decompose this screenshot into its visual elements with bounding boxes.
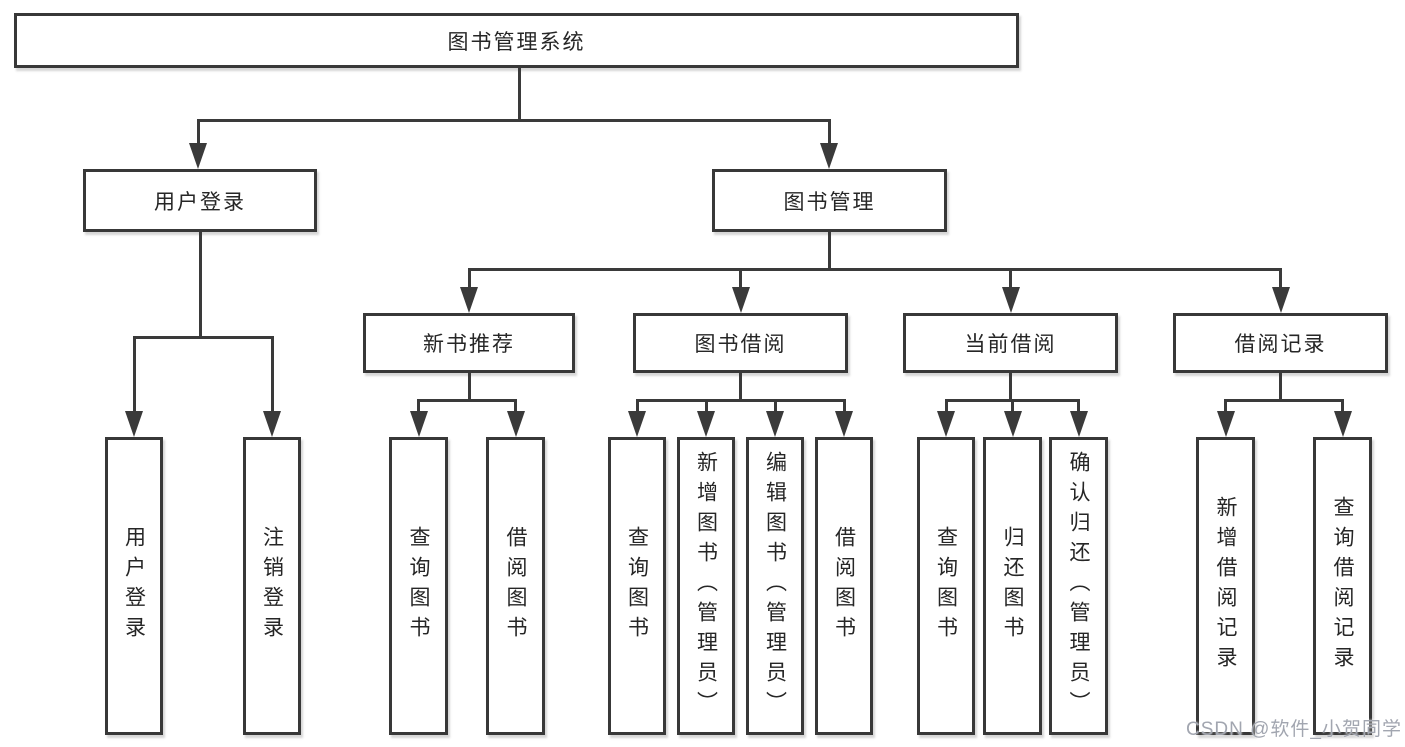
arrow-down-icon bbox=[263, 411, 281, 437]
leaf-add-books-admin: 新增图书（管理员） bbox=[677, 437, 735, 735]
leaf-current-query-books-label: 查询图书 bbox=[934, 526, 958, 646]
connector-line bbox=[132, 336, 274, 339]
leaf-add-borrow-record: 新增借阅记录 bbox=[1196, 437, 1255, 735]
node-user-login-label: 用户登录 bbox=[154, 190, 246, 214]
arrow-down-icon bbox=[731, 287, 750, 313]
arrow-down-icon bbox=[1333, 411, 1352, 437]
connector-line bbox=[1011, 399, 1014, 417]
leaf-return-books: 归还图书 bbox=[983, 437, 1042, 735]
node-borrow-records-label: 借阅记录 bbox=[1234, 333, 1327, 356]
connector-line bbox=[270, 336, 274, 417]
connector-line bbox=[467, 268, 471, 295]
arrow-down-icon bbox=[820, 143, 838, 169]
leaf-logout: 注销登录 bbox=[243, 437, 301, 735]
leaf-current-query-books: 查询图书 bbox=[917, 437, 975, 735]
arrow-down-icon bbox=[835, 411, 853, 437]
connector-line bbox=[417, 399, 517, 402]
leaf-query-borrow-record: 查询借阅记录 bbox=[1313, 437, 1372, 735]
connector-line bbox=[704, 399, 708, 417]
node-current-borrow-label: 当前借阅 bbox=[964, 333, 1057, 356]
leaf-edit-books-admin-label: 编辑图书（管理员） bbox=[763, 451, 787, 721]
leaf-user-login-label: 用户登录 bbox=[122, 526, 146, 646]
arrow-down-icon bbox=[1069, 411, 1088, 437]
node-new-book-recommend: 新书推荐 bbox=[363, 313, 575, 373]
connector-line bbox=[773, 399, 777, 417]
arrow-down-icon bbox=[125, 411, 143, 437]
leaf-add-books-admin-label: 新增图书（管理员） bbox=[694, 451, 718, 721]
arrow-down-icon bbox=[189, 143, 207, 169]
connector-line bbox=[635, 399, 845, 402]
leaf-recommend-query-books: 查询图书 bbox=[389, 437, 448, 735]
connector-line bbox=[467, 268, 1282, 271]
leaf-borrow-query-books: 查询图书 bbox=[608, 437, 666, 735]
arrow-down-icon bbox=[697, 411, 715, 437]
connector-line bbox=[196, 119, 831, 122]
leaf-borrow-query-books-label: 查询图书 bbox=[625, 526, 649, 646]
connector-line bbox=[944, 399, 948, 417]
connector-line bbox=[1224, 399, 1227, 417]
node-user-login: 用户登录 bbox=[83, 169, 317, 232]
arrow-down-icon bbox=[628, 411, 646, 437]
leaf-edit-books-admin: 编辑图书（管理员） bbox=[746, 437, 804, 735]
leaf-recommend-query-books-label: 查询图书 bbox=[407, 526, 430, 646]
leaf-recommend-borrow-books: 借阅图书 bbox=[486, 437, 545, 735]
connector-line bbox=[1279, 373, 1282, 402]
connector-line bbox=[739, 373, 742, 402]
leaf-borrow-books: 借阅图书 bbox=[815, 437, 873, 735]
arrow-down-icon bbox=[1003, 411, 1022, 437]
leaf-confirm-return-admin-label: 确认归还（管理员） bbox=[1067, 451, 1090, 721]
node-borrow-records: 借阅记录 bbox=[1173, 313, 1388, 373]
arrow-down-icon bbox=[937, 411, 955, 437]
connector-line bbox=[514, 399, 517, 417]
connector-line bbox=[739, 268, 742, 295]
connector-line bbox=[635, 399, 639, 417]
connector-line bbox=[517, 68, 521, 122]
connector-line bbox=[842, 399, 846, 417]
connector-line bbox=[467, 373, 471, 402]
node-book-management: 图书管理 bbox=[712, 169, 947, 232]
leaf-query-borrow-record-label: 查询借阅记录 bbox=[1331, 496, 1354, 676]
leaf-return-books-label: 归还图书 bbox=[1001, 526, 1024, 646]
connector-line bbox=[1341, 399, 1344, 417]
leaf-borrow-books-label: 借阅图书 bbox=[832, 526, 856, 646]
arrow-down-icon bbox=[766, 411, 784, 437]
connector-line bbox=[196, 119, 200, 151]
leaf-recommend-borrow-books-label: 借阅图书 bbox=[504, 526, 527, 646]
connector-line bbox=[828, 119, 831, 151]
leaf-confirm-return-admin: 确认归还（管理员） bbox=[1049, 437, 1108, 735]
connector-line bbox=[417, 399, 420, 417]
connector-line bbox=[198, 232, 202, 339]
arrow-down-icon bbox=[506, 411, 525, 437]
leaf-add-borrow-record-label: 新增借阅记录 bbox=[1214, 496, 1237, 676]
arrow-down-icon bbox=[1001, 287, 1020, 313]
connector-line bbox=[1009, 373, 1012, 402]
csdn-watermark: CSDN @软件_小贺同学 bbox=[1186, 719, 1402, 740]
leaf-user-login: 用户登录 bbox=[105, 437, 163, 735]
node-current-borrow: 当前借阅 bbox=[903, 313, 1118, 373]
node-book-management-label: 图书管理 bbox=[783, 190, 876, 214]
arrow-down-icon bbox=[1271, 287, 1290, 313]
connector-line bbox=[1077, 399, 1080, 417]
arrow-down-icon bbox=[1216, 411, 1235, 437]
node-book-borrow: 图书借阅 bbox=[633, 313, 848, 373]
node-book-borrow-label: 图书借阅 bbox=[694, 333, 787, 356]
connector-line bbox=[1279, 268, 1282, 295]
connector-line bbox=[132, 336, 136, 417]
arrow-down-icon bbox=[409, 411, 428, 437]
connector-line bbox=[1009, 268, 1012, 295]
connector-line bbox=[828, 232, 831, 271]
arrow-down-icon bbox=[460, 287, 478, 313]
leaf-logout-label: 注销登录 bbox=[260, 526, 284, 646]
node-library-system-label: 图书管理系统 bbox=[447, 30, 586, 54]
node-new-book-recommend-label: 新书推荐 bbox=[423, 333, 515, 356]
connector-line bbox=[1224, 399, 1344, 402]
node-library-system: 图书管理系统 bbox=[14, 13, 1019, 68]
